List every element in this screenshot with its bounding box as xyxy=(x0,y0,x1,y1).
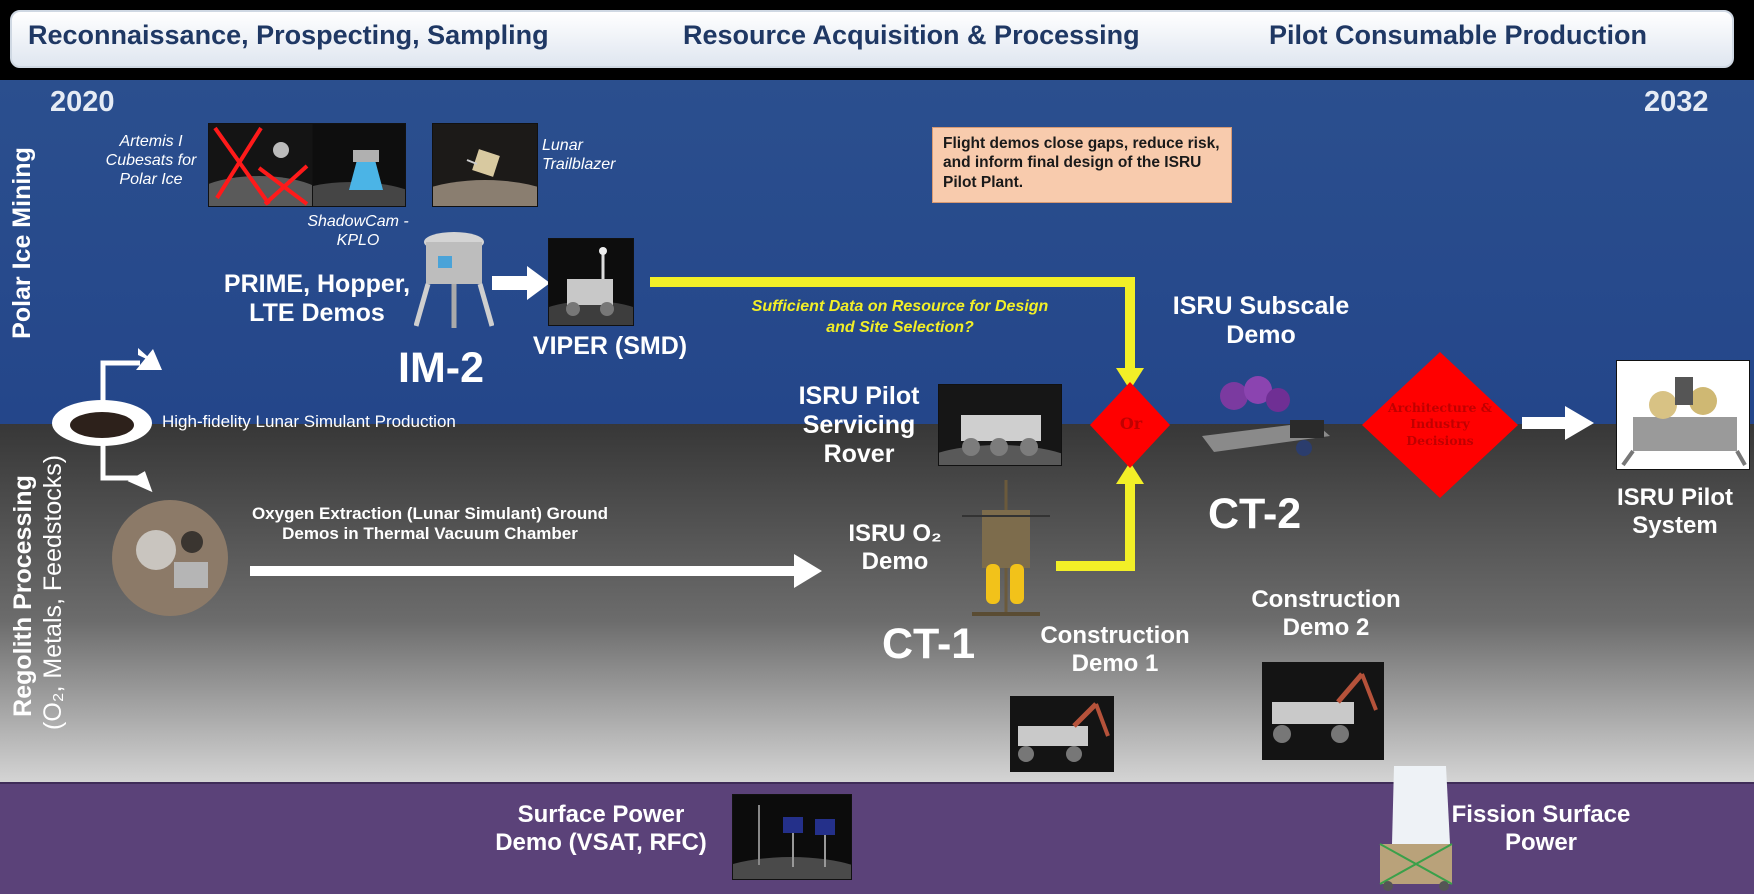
phase-reconnaissance: Reconnaissance, Prospecting, Sampling xyxy=(28,20,549,50)
trailblazer-label: Lunar Trailblazer xyxy=(542,137,616,174)
regolith-processing-image xyxy=(112,500,228,616)
simulant-image xyxy=(52,400,152,446)
prime-to-viper-arrow xyxy=(492,266,550,300)
viper-image xyxy=(548,238,634,326)
simulant-up-connector xyxy=(100,360,140,402)
power-lane xyxy=(0,782,1754,894)
architecture-label: Architecture & Industry Decisions xyxy=(1387,400,1493,448)
o2-demo-image xyxy=(962,480,1050,616)
oxygen-extraction-label: Oxygen Extraction (Lunar Simulant) Groun… xyxy=(251,504,609,543)
to-pilot-arrow xyxy=(1522,406,1594,440)
flight-demos-callout: Flight demos close gaps, reduce risk, an… xyxy=(932,127,1232,203)
o2-yellow-arrowhead xyxy=(1116,462,1144,484)
simulant-up-arrowhead xyxy=(136,349,162,370)
prime-label: PRIME, Hopper, LTE Demos xyxy=(223,270,411,327)
simulant-down-connector xyxy=(100,440,140,481)
servicing-rover-image xyxy=(938,384,1062,466)
simulant-label: High-fidelity Lunar Simulant Production xyxy=(162,412,456,431)
regolith-lane xyxy=(0,424,1754,782)
shadowcam-image xyxy=(312,123,406,207)
artemis-label: Artemis I Cubesats for Polar Ice xyxy=(105,133,197,189)
end-year: 2032 xyxy=(1644,86,1709,118)
architecture-decision-diamond xyxy=(1362,352,1518,498)
surface-power-label: Surface Power Demo (VSAT, RFC) xyxy=(495,801,707,856)
cross-mark-a xyxy=(213,126,271,206)
construction-demo-2-image xyxy=(1262,662,1384,760)
or-decision-diamond xyxy=(1090,382,1170,468)
shadowcam-label: ShadowCam - KPLO xyxy=(307,213,409,250)
fission-power-label: Fission Surface Power xyxy=(1451,801,1631,856)
cross-mark-d xyxy=(263,164,309,206)
phase-pilot-production: Pilot Consumable Production xyxy=(1269,20,1648,50)
artemis-cubesat-image xyxy=(208,123,314,207)
viper-yellow-path xyxy=(650,277,1135,372)
surface-power-image xyxy=(732,794,852,880)
or-label: Or xyxy=(1119,414,1143,433)
prime-lander-image xyxy=(414,232,494,328)
o2-demo-label: ISRU O₂ Demo xyxy=(848,520,942,575)
fission-power-image xyxy=(1379,766,1453,891)
subscale-demo-image xyxy=(1202,376,1330,456)
phase-acquisition: Resource Acquisition & Processing xyxy=(683,20,1140,50)
pilot-system-image xyxy=(1616,360,1750,470)
sufficient-data-label: Sufficient Data on Resource for Design a… xyxy=(751,298,1049,336)
oxygen-extraction-arrow xyxy=(250,554,822,588)
cross-mark-b xyxy=(215,126,263,200)
construction-demo-2-label: Construction Demo 2 xyxy=(1251,586,1401,641)
o2-yellow-path xyxy=(1056,482,1135,571)
servicing-rover-label: ISRU Pilot Servicing Rover xyxy=(798,382,920,468)
phase-header-bar xyxy=(10,10,1734,68)
construction-demo-1-label: Construction Demo 1 xyxy=(1040,622,1190,677)
simulant-down-arrowhead xyxy=(127,471,153,493)
ct1-label: CT-1 xyxy=(882,620,976,668)
start-year: 2020 xyxy=(50,86,115,118)
construction-demo-1-image xyxy=(1010,696,1114,772)
pilot-system-label: ISRU Pilot System xyxy=(1616,484,1733,539)
viper-label: VIPER (SMD) xyxy=(532,332,688,360)
lunar-trailblazer-image xyxy=(432,123,538,207)
subscale-demo-label: ISRU Subscale Demo xyxy=(1172,292,1350,349)
ct2-label: CT-2 xyxy=(1208,490,1302,538)
viper-yellow-arrowhead xyxy=(1116,368,1144,390)
im2-label: IM-2 xyxy=(398,344,484,392)
